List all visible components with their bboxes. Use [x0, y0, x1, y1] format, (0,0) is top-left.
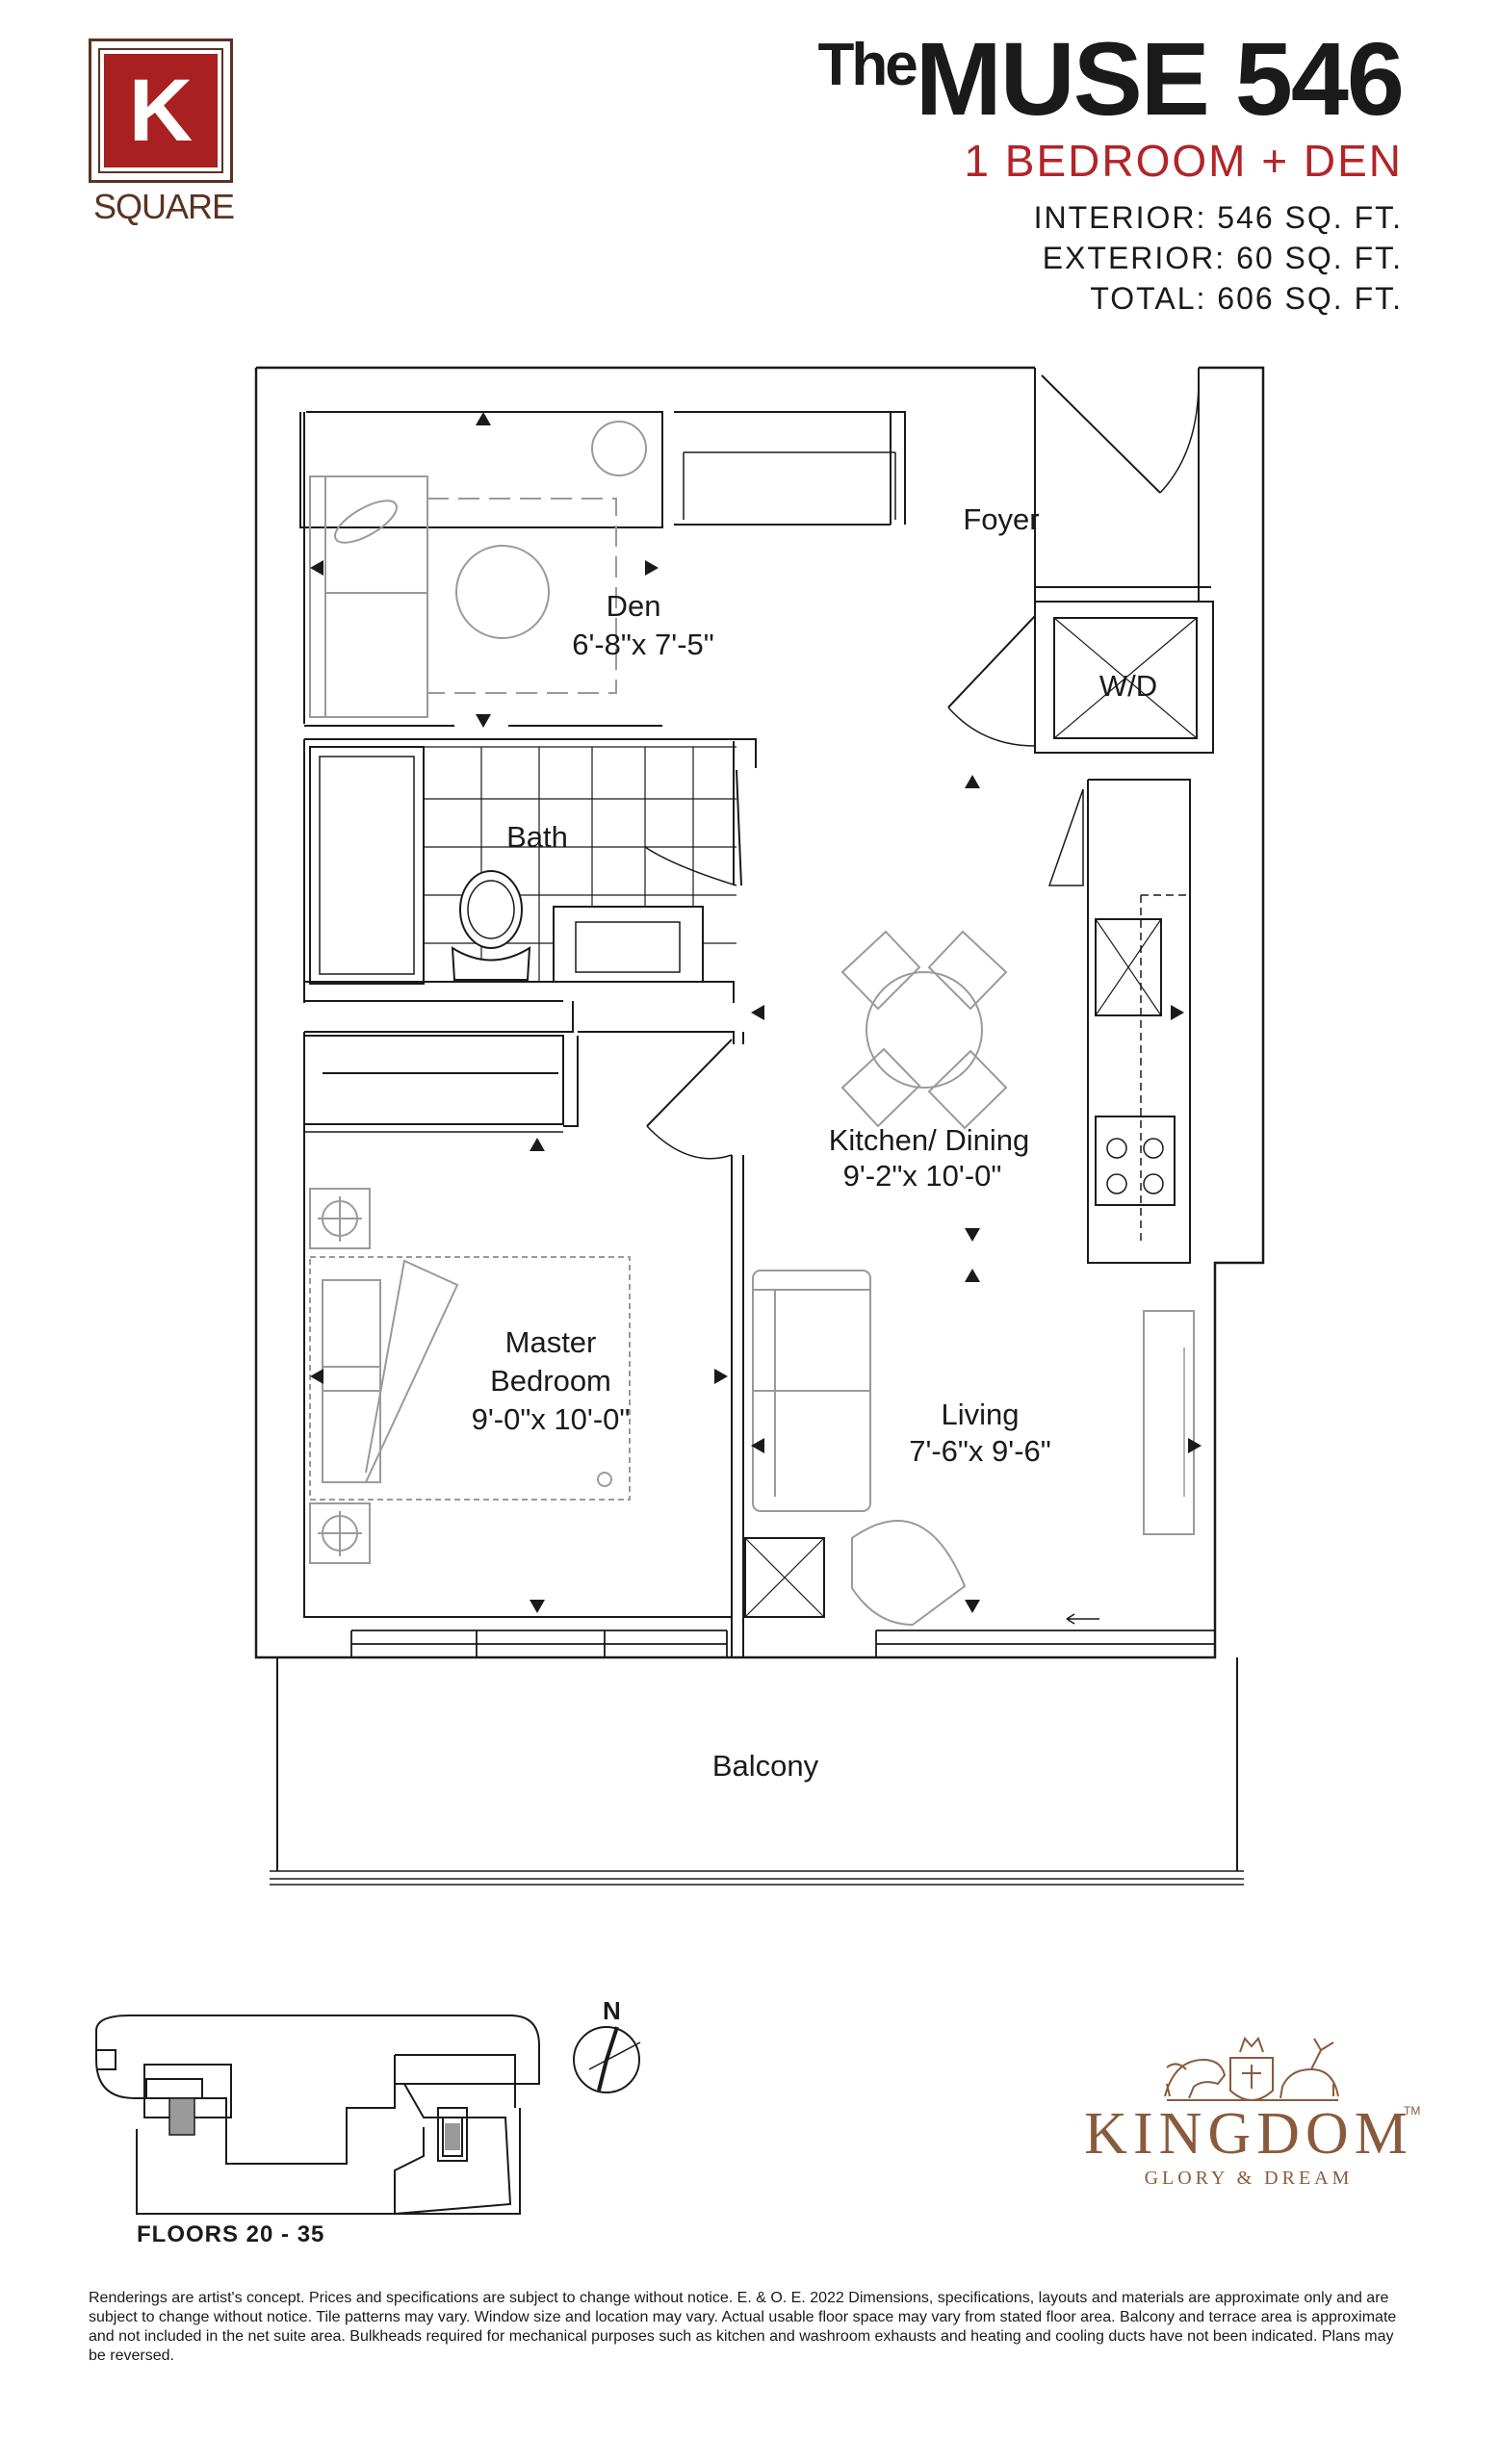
interior-area: INTERIOR: 546 SQ. FT.: [1033, 200, 1403, 235]
living-size: 7'-6"x 9'-6": [909, 1434, 1051, 1468]
kingdom-crest-icon: [1164, 2037, 1339, 2101]
kingdom-trademark: TM: [1404, 2104, 1421, 2118]
unit-type: 1 BEDROOM + DEN: [964, 136, 1403, 186]
title-prefix: The: [817, 32, 918, 98]
den-size: 6'-8"x 7'-5": [572, 628, 714, 661]
kingdom-brand-name: KINGDOM: [1084, 2101, 1413, 2167]
k-square-logo: K: [89, 38, 233, 183]
plan-title: TheMUSE 546: [817, 27, 1405, 131]
den-label: Den: [607, 589, 661, 623]
balcony-label: Balcony: [712, 1749, 819, 1783]
living-label: Living: [942, 1398, 1020, 1431]
washer-dryer-label: W/D: [1099, 669, 1157, 703]
legal-disclaimer: Renderings are artist's concept. Prices …: [89, 2290, 1397, 2364]
logo-wordmark: SQUARE: [92, 187, 235, 226]
master-bedroom-label-line2: Bedroom: [490, 1364, 611, 1398]
logo-badge: K: [98, 48, 223, 173]
master-bedroom-label-line1: Master: [505, 1325, 597, 1359]
exterior-wall: [254, 366, 1265, 1659]
foyer-label: Foyer: [963, 502, 1039, 536]
kitchen-dining-label: Kitchen/ Dining: [829, 1123, 1030, 1157]
logo-frame: [89, 38, 233, 183]
compass-icon: [573, 2026, 641, 2093]
north-label: N: [603, 1996, 621, 2025]
floors-label: FLOORS 20 - 35: [137, 2221, 325, 2247]
exterior-area: EXTERIOR: 60 SQ. FT.: [1042, 241, 1403, 275]
key-plan-unit-highlight: [168, 2097, 195, 2136]
master-bedroom-size: 9'-0"x 10'-0": [472, 1402, 631, 1436]
key-plan-highlight-b: [445, 2123, 460, 2150]
total-area: TOTAL: 606 SQ. FT.: [1090, 281, 1403, 316]
title-main: MUSE 546: [915, 20, 1405, 137]
bath-label: Bath: [506, 820, 568, 854]
logo-letter: K: [128, 62, 194, 160]
kingdom-tagline: GLORY & DREAM: [1144, 2168, 1354, 2189]
key-plan: [95, 2015, 540, 2216]
kitchen-dining-size: 9'-2"x 10'-0": [843, 1159, 1002, 1193]
